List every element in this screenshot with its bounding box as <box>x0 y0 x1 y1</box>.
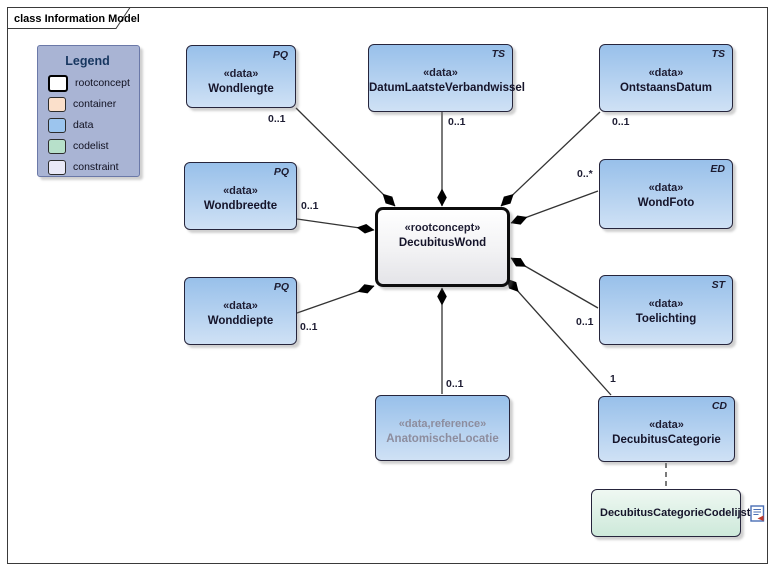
datatype-label: PQ <box>273 281 289 293</box>
stereotype: «data» <box>423 67 458 79</box>
rootconcept-swatch <box>48 74 68 92</box>
node-name: OntstaansDatum <box>619 82 713 94</box>
multiplicity-datumlaatsteverbandwissel: 0..1 <box>448 116 466 128</box>
constraint-swatch <box>48 159 66 175</box>
node-ontstaansdatum[interactable]: TS «data» OntstaansDatum <box>599 44 733 112</box>
datatype-label: TS <box>711 48 725 60</box>
codelist-swatch <box>48 138 66 154</box>
node-toelichting[interactable]: ST «data» Toelichting <box>599 275 733 345</box>
node-datumlaatsteverbandwissel[interactable]: TS «data» DatumLaatsteVerbandwissel <box>368 44 525 112</box>
node-name: Wondbreedte <box>203 200 278 212</box>
node-name: WondFoto <box>637 197 695 209</box>
node-name: Wondlengte <box>208 83 274 95</box>
multiplicity-decubituscategorie: 1 <box>610 373 616 385</box>
legend-item-constraint: constraint <box>48 159 139 175</box>
stereotype: «data» <box>648 182 684 194</box>
multiplicity-wondlengte: 0..1 <box>268 113 286 125</box>
datatype-label: TS <box>491 48 505 60</box>
legend-label: codelist <box>73 140 109 152</box>
node-name: DatumLaatsteVerbandwissel <box>369 82 525 94</box>
stereotype: «data» <box>223 185 258 197</box>
legend: Legend rootconcept container data codeli… <box>37 45 140 177</box>
stereotype: «data» <box>649 419 684 431</box>
multiplicity-wondbreedte: 0..1 <box>301 200 319 212</box>
legend-item-data: data <box>48 117 139 133</box>
legend-label: data <box>73 119 94 131</box>
multiplicity-ontstaansdatum: 0..1 <box>612 116 630 128</box>
data-swatch <box>48 117 66 133</box>
stereotype: «data» <box>223 68 259 80</box>
datatype-label: ST <box>711 279 725 291</box>
datatype-label: ED <box>710 163 725 175</box>
node-anatomischelocatie[interactable]: «data,reference» AnatomischeLocatie <box>375 395 510 461</box>
legend-title: Legend <box>65 54 110 68</box>
multiplicity-toelichting: 0..1 <box>576 316 594 328</box>
node-decubituswond-rootconcept[interactable]: «rootconcept» DecubitusWond <box>375 207 510 287</box>
node-name: DecubitusCategorie <box>612 434 721 446</box>
legend-item-container: container <box>48 96 139 112</box>
node-wondlengte[interactable]: PQ «data» Wondlengte <box>186 45 296 108</box>
stereotype: «data» <box>648 67 684 79</box>
legend-label: container <box>73 98 117 110</box>
datatype-label: CD <box>711 400 727 412</box>
node-name: Wonddiepte <box>207 315 274 327</box>
node-name: DecubitusCategorieCodelijst <box>600 507 751 519</box>
legend-item-codelist: codelist <box>48 138 139 154</box>
frame-tab: class Information Model <box>7 7 139 29</box>
legend-label: constraint <box>73 161 119 173</box>
multiplicity-wonddiepte: 0..1 <box>300 321 318 333</box>
node-name: DecubitusWond <box>398 237 487 249</box>
legend-item-rootconcept: rootconcept <box>48 74 139 92</box>
node-decubituscategoriecodelijst[interactable]: DecubitusCategorieCodelijst <box>591 489 765 537</box>
stereotype: «rootconcept» <box>404 222 481 234</box>
container-swatch <box>48 96 66 112</box>
datatype-label: PQ <box>273 166 289 178</box>
multiplicity-wondfoto: 0..* <box>577 168 593 180</box>
stereotype: «data» <box>648 298 684 310</box>
node-decubituscategorie[interactable]: CD «data» DecubitusCategorie <box>598 396 735 462</box>
frame-tab-label: class Information Model <box>14 13 139 25</box>
legend-label: rootconcept <box>75 77 130 89</box>
stereotype: «data» <box>223 300 258 312</box>
node-wondbreedte[interactable]: PQ «data» Wondbreedte <box>184 162 297 230</box>
node-wondfoto[interactable]: ED «data» WondFoto <box>599 159 733 229</box>
stereotype: «data,reference» <box>398 418 487 430</box>
frame-tab-shape <box>7 7 131 29</box>
multiplicity-anatomischelocatie: 0..1 <box>446 378 464 390</box>
document-icon <box>750 504 765 522</box>
node-name: AnatomischeLocatie <box>386 433 499 445</box>
node-name: Toelichting <box>635 313 697 325</box>
datatype-label: PQ <box>272 49 288 61</box>
node-wonddiepte[interactable]: PQ «data» Wonddiepte <box>184 277 297 345</box>
